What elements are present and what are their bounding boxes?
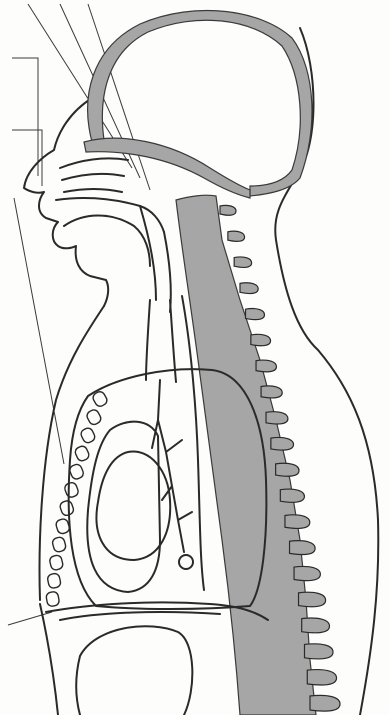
leader-line-chest [14,198,64,464]
nasal-oral-cavity [56,158,171,312]
airway [146,300,193,569]
nasal-conchae [60,158,128,192]
costal-cartilage [49,554,64,570]
abdominal-wall [40,604,58,715]
pharynx [140,206,171,312]
costal-cartilage [85,408,102,426]
costal-cartilage [79,426,96,444]
spinous-process [294,566,320,580]
spinous-process [307,670,336,685]
costal-cartilage [47,573,62,589]
leader-lines [8,4,150,625]
spinous-process [246,309,265,320]
spinous-process [256,360,276,372]
costal-cartilage [68,463,84,481]
abdominal-organ [76,626,192,715]
spinous-process [310,695,340,711]
spinous-process [299,592,326,606]
vertebral-column [176,195,340,715]
leader-line-nose [12,58,38,176]
spinous-process [228,231,245,241]
costal-cartilage [46,591,60,607]
spinous-process [280,489,304,502]
spinous-process [304,644,333,659]
costal-cartilage [55,518,71,535]
alveolar-sac [179,555,193,569]
costal-cartilage [51,536,66,553]
spinous-process [234,257,251,267]
costal-cartilage [63,481,79,498]
spinous-process [266,412,288,424]
spinous-process [285,515,310,529]
spinous-process [251,334,271,345]
chest-contour [40,306,104,600]
spinous-process [261,386,282,398]
diaphragm-inner [60,612,220,620]
spinous-process [276,463,299,476]
leader-line-diaphragm [8,612,52,625]
costal-cartilage [59,500,75,517]
costal-cartilage [74,445,91,463]
spinous-process [290,541,316,555]
spinous-process [271,437,294,450]
palate [56,198,164,232]
spinous-process [220,205,236,215]
spinous-process [240,283,258,294]
spinous-process [302,618,330,633]
